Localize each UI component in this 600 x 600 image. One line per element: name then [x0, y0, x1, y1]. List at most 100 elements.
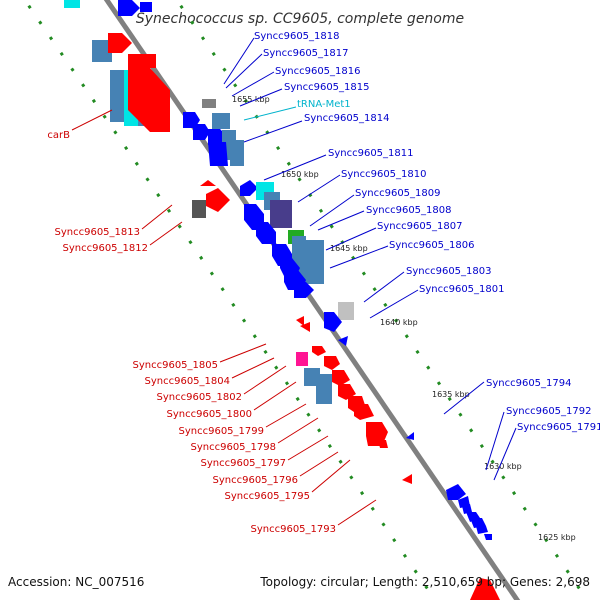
leader-line: [337, 499, 377, 526]
rrna-block: [212, 113, 230, 129]
leader-line: [243, 120, 303, 143]
reverse-gene: [193, 124, 210, 140]
leader-line: [263, 154, 327, 181]
leader-line: [265, 403, 307, 428]
leader-line: [493, 427, 517, 481]
kbp-tick-label: 1635 kbp: [432, 390, 470, 399]
forward-gene: [200, 180, 216, 186]
leader-line: [223, 37, 255, 85]
gene-label: Syncc9605_1798: [191, 442, 277, 453]
map-title: Synechococcus sp. CC9605, complete genom…: [136, 11, 464, 27]
leader-line: [149, 221, 183, 246]
gene-label: Syncc9605_1792: [506, 406, 592, 417]
gene-label: Syncc9605_1797: [201, 458, 287, 469]
gene-label: Syncc9605_1810: [341, 169, 427, 180]
forward-tick-track: [23, 0, 437, 600]
forward-gene: [332, 370, 350, 386]
leader-line: [297, 174, 341, 203]
leader-line: [309, 194, 355, 227]
gene-label: Syncc9605_1800: [167, 409, 253, 420]
reverse-gene: [470, 518, 486, 528]
forward-gene: [378, 440, 388, 448]
gene-label: Syncc9605_1812: [63, 243, 149, 254]
gene-label: Syncc9605_1804: [145, 376, 231, 387]
leader-line: [219, 343, 267, 363]
gene-label: Syncc9605_1803: [406, 266, 492, 277]
gene-label: carB: [47, 130, 70, 141]
reverse-gene: [476, 526, 488, 534]
kbp-tick-label: 1630 kbp: [484, 462, 522, 471]
leader-line: [317, 210, 365, 231]
gene-label: Syncc9605_1814: [304, 113, 390, 124]
left-gene-labels: carB Syncc9605_1813 Syncc9605_1812 Syncc…: [47, 130, 336, 535]
gene-label: Syncc9605_1805: [133, 360, 219, 371]
leader-line: [287, 435, 329, 461]
rrna-block: [110, 70, 124, 122]
reverse-gene: [484, 534, 492, 540]
forward-gene: [128, 54, 156, 68]
reverse-gene: [270, 200, 292, 228]
forward-gene: [296, 316, 304, 326]
trna-gene: [64, 0, 80, 8]
leader-line: [311, 459, 351, 493]
kbp-tick-label: 1640 kbp: [380, 318, 418, 327]
left-leader-lines: [71, 109, 377, 526]
forward-gene: [470, 578, 500, 600]
gene-label: Syncc9605_1793: [251, 524, 337, 535]
reverse-gene: [406, 432, 414, 440]
reverse-gene: [338, 336, 348, 346]
rrna-block: [316, 374, 332, 404]
gene-label: Syncc9605_1811: [328, 148, 414, 159]
leader-line: [141, 204, 173, 230]
leader-line: [299, 451, 339, 477]
leader-line: [231, 357, 275, 379]
gene-label: Syncc9605_1794: [486, 378, 572, 389]
gene-label: Syncc9605_1818: [254, 31, 340, 42]
reverse-gene: [256, 222, 276, 244]
gene-label: Syncc9605_1809: [355, 188, 441, 199]
pseudo-gene: [192, 200, 206, 218]
leader-line: [443, 381, 485, 415]
misc-feature: [296, 352, 308, 366]
kbp-ticks: 1655 kbp 1650 kbp 1645 kbp 1640 kbp 1635…: [232, 95, 576, 542]
reverse-gene: [208, 142, 228, 166]
reverse-gene: [462, 504, 472, 514]
leader-line: [363, 271, 405, 303]
kbp-tick-label: 1650 kbp: [281, 170, 319, 179]
right-gene-labels: Syncc9605_1818 Syncc9605_1817 Syncc9605_…: [254, 31, 600, 433]
reverse-gene: [446, 484, 466, 500]
genome-backbone: [103, 0, 521, 600]
gene-label: Syncc9605_1802: [157, 392, 243, 403]
leader-line: [71, 109, 113, 131]
forward-gene: [312, 346, 326, 356]
reverse-gene: [240, 180, 258, 196]
leader-line: [253, 381, 297, 411]
reverse-gene: [294, 282, 314, 298]
gene-label: Syncc9605_1808: [366, 205, 452, 216]
rrna-block: [306, 240, 324, 284]
reverse-gene: [140, 2, 152, 12]
forward-gene: [324, 356, 340, 370]
kbp-tick-label: 1645 kbp: [330, 244, 368, 253]
trna-label: tRNA-Met1: [297, 99, 351, 110]
forward-gene: [402, 474, 412, 484]
reverse-gene: [118, 0, 140, 16]
leader-line: [225, 53, 263, 89]
reverse-tick-track: [175, 0, 589, 600]
forward-gene: [206, 188, 230, 212]
gene-label: Syncc9605_1817: [263, 48, 349, 59]
leader-line: [369, 289, 419, 319]
genome-summary-text: Topology: circular; Length: 2,510,659 bp…: [259, 575, 590, 589]
gene-label: Syncc9605_1799: [179, 426, 265, 437]
leader-line: [239, 88, 283, 107]
kbp-tick-label: 1625 kbp: [538, 533, 576, 542]
pseudo-gene: [338, 302, 354, 320]
gene-label: Syncc9605_1796: [213, 475, 299, 486]
gene-label: Syncc9605_1806: [389, 240, 475, 251]
leader-line: [329, 245, 389, 269]
pseudo-gene: [202, 99, 216, 108]
gene-label: Syncc9605_1791: [517, 422, 600, 433]
gene-label: Syncc9605_1813: [55, 227, 141, 238]
right-leader-lines: [223, 37, 517, 481]
gene-label: Syncc9605_1807: [377, 221, 463, 232]
